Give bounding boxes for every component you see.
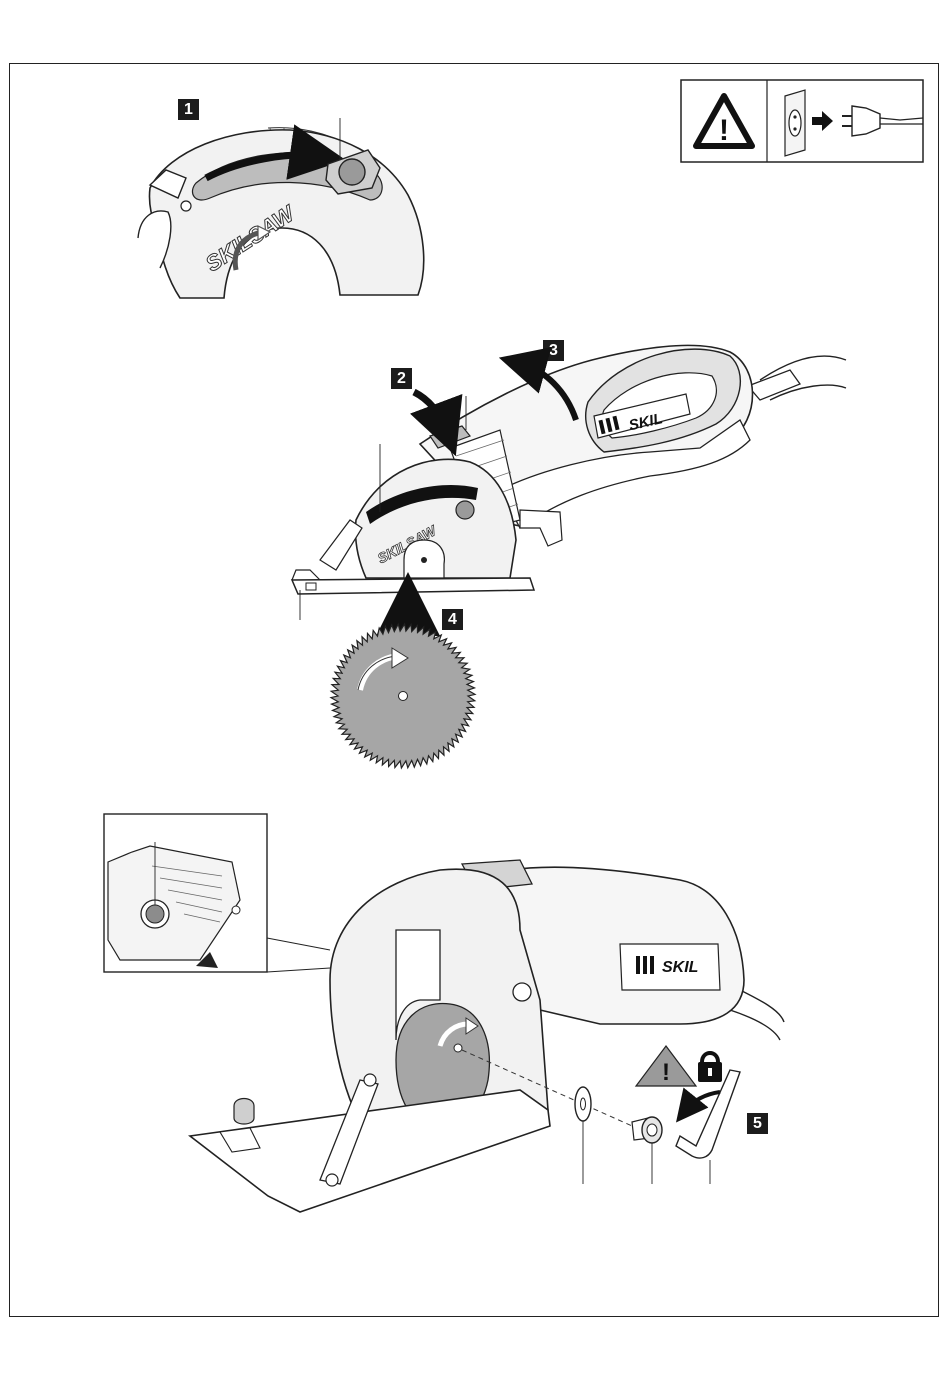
padlock-icon xyxy=(698,1053,722,1082)
figure-5-saw-assembly: SKIL xyxy=(190,860,784,1212)
figure-1-blade-guard: SKILSAW xyxy=(138,118,424,298)
hex-key xyxy=(676,1070,740,1184)
lock-warning-exclamation: ! xyxy=(662,1059,670,1086)
lock-warning: ! xyxy=(636,1046,722,1086)
blade-bolt xyxy=(632,1117,662,1184)
unplug-warning-box: ! xyxy=(681,80,923,162)
saw-blade xyxy=(331,624,475,768)
warning-exclamation: ! xyxy=(719,114,729,147)
figure-5-inset xyxy=(104,814,330,972)
housing-brand-text-2: SKIL xyxy=(662,959,698,976)
washer xyxy=(575,1087,591,1184)
figure-2-4-blade-removal: SKIL SKILSAW xyxy=(292,345,846,668)
wall-socket-icon xyxy=(785,90,805,156)
